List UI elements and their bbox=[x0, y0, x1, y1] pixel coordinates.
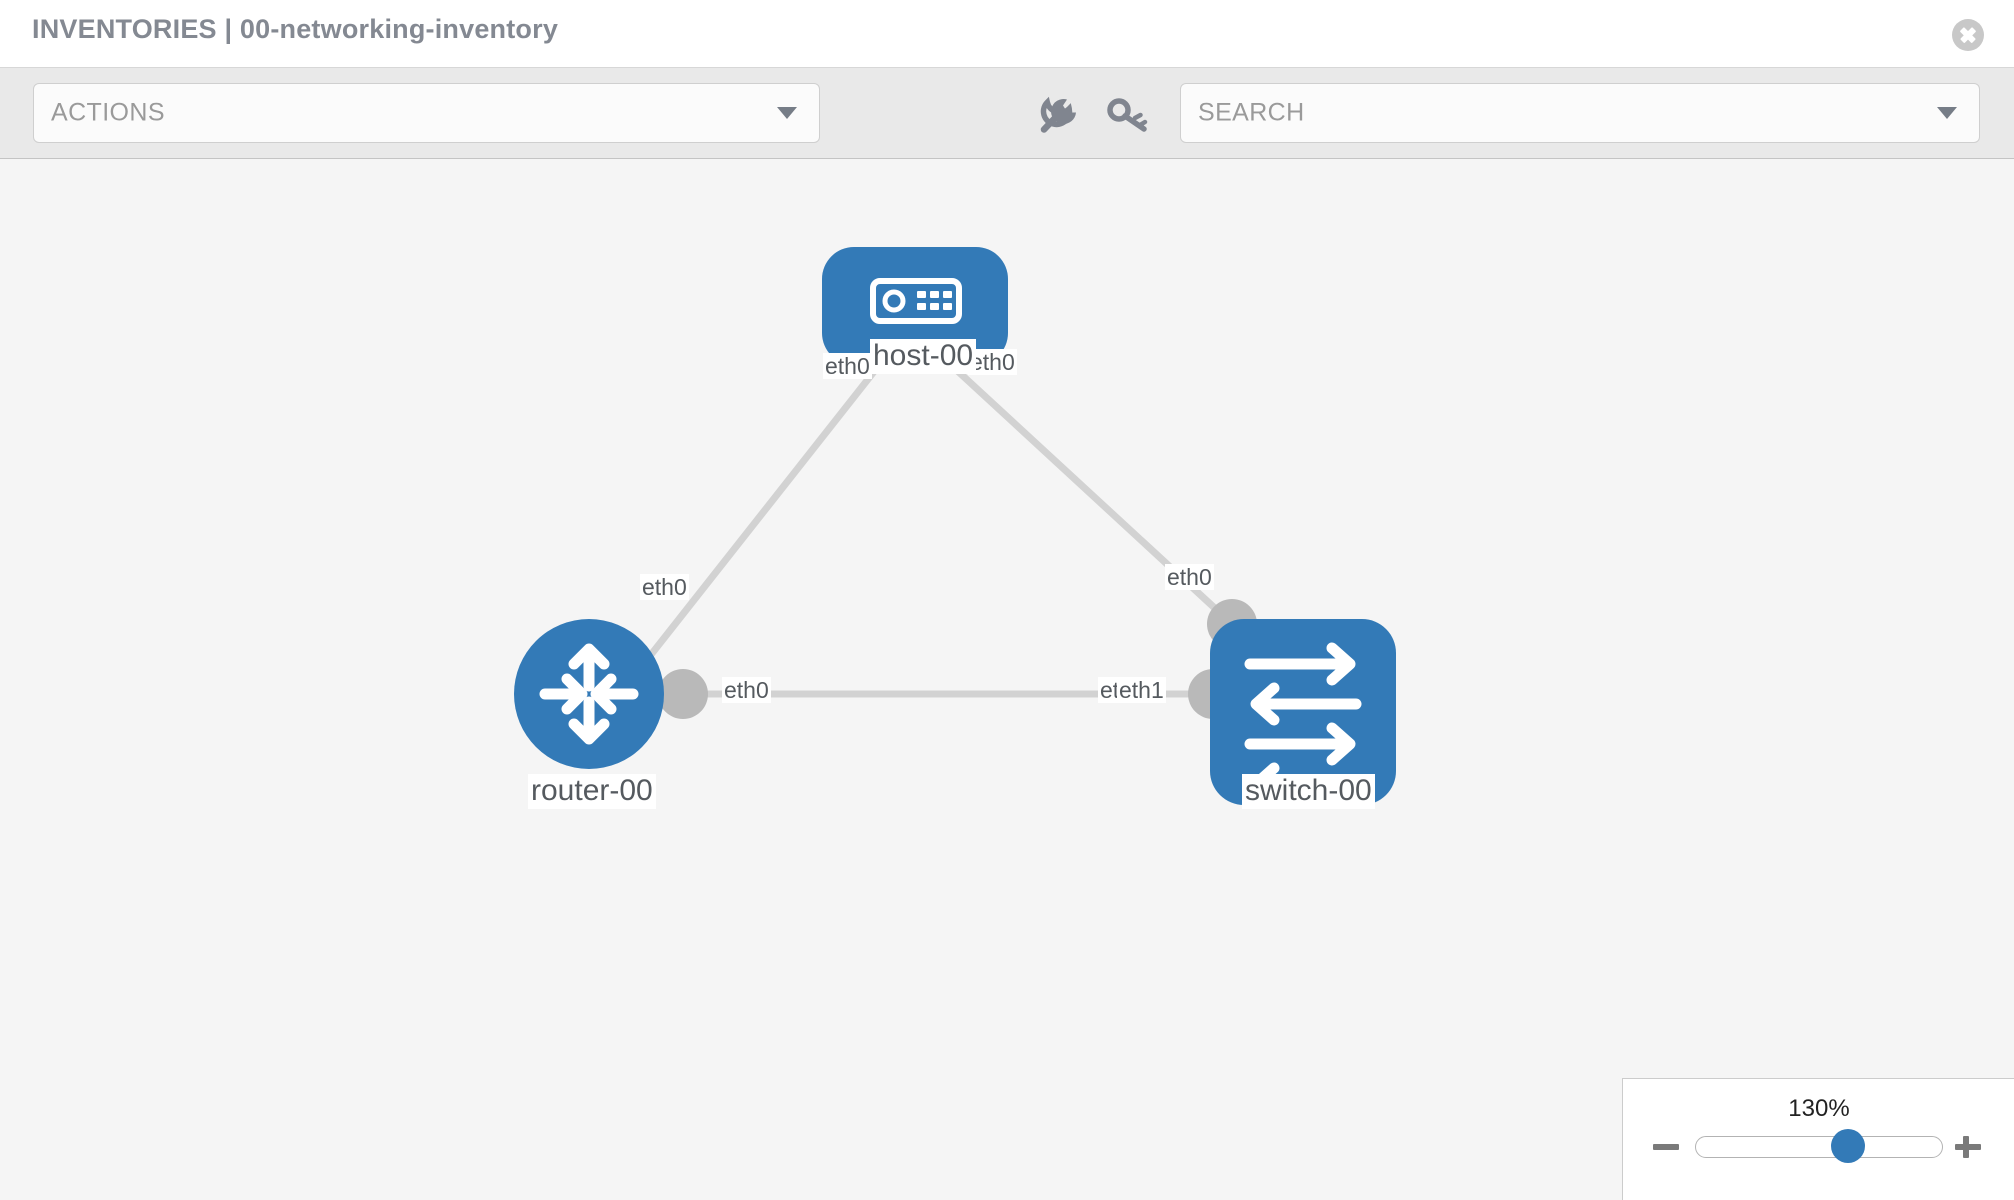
page-title: INVENTORIES | 00-networking-inventory bbox=[32, 14, 559, 44]
wrench-icon[interactable] bbox=[1036, 93, 1084, 137]
node-router-00[interactable] bbox=[514, 619, 664, 769]
search-input[interactable]: SEARCH bbox=[1180, 83, 1980, 143]
node-label-router-00: router-00 bbox=[528, 774, 656, 809]
zoom-slider-thumb[interactable] bbox=[1831, 1129, 1865, 1163]
zoom-out-button[interactable] bbox=[1651, 1132, 1681, 1162]
zoom-control-panel: 130% bbox=[1622, 1078, 2014, 1200]
chevron-down-icon bbox=[777, 107, 797, 119]
node-label-host-00: host-00 bbox=[870, 339, 977, 374]
edge-label-router-eth0-up: eth0 bbox=[640, 574, 689, 601]
edge-host-router bbox=[616, 360, 884, 698]
toolbar: ACTIONS SEARCH bbox=[0, 68, 2014, 159]
edge-label-host-eth0-left: eth0 bbox=[823, 353, 872, 380]
zoom-level-value: 130% bbox=[1788, 1095, 1850, 1122]
close-icon[interactable] bbox=[1952, 19, 1984, 51]
edge-label-switch-eth1-left: eth1 bbox=[1117, 677, 1166, 704]
edge-label-switch-eth0-up: eth0 bbox=[1165, 564, 1214, 591]
port-router-eth0-right bbox=[658, 669, 708, 719]
zoom-slider-track[interactable] bbox=[1695, 1136, 1943, 1158]
search-placeholder: SEARCH bbox=[1198, 98, 1305, 127]
edge-label-host-eth0-right: eth0 bbox=[968, 349, 1017, 376]
key-icon[interactable] bbox=[1104, 93, 1152, 137]
actions-dropdown-label: ACTIONS bbox=[51, 98, 165, 127]
node-label-switch-00: switch-00 bbox=[1242, 774, 1375, 809]
zoom-in-button[interactable] bbox=[1953, 1132, 1983, 1162]
topology-graph bbox=[514, 247, 1396, 806]
edge-label-router-eth0-right: eth0 bbox=[722, 677, 771, 704]
chevron-down-icon bbox=[1937, 107, 1957, 119]
topology-canvas[interactable]: eth0 eth0 eth0 eth0 eth0 eth0 eth1 host-… bbox=[0, 159, 2014, 1200]
page-header: INVENTORIES | 00-networking-inventory bbox=[0, 0, 2014, 68]
actions-dropdown[interactable]: ACTIONS bbox=[33, 83, 820, 143]
node-host-00[interactable] bbox=[822, 247, 1008, 365]
